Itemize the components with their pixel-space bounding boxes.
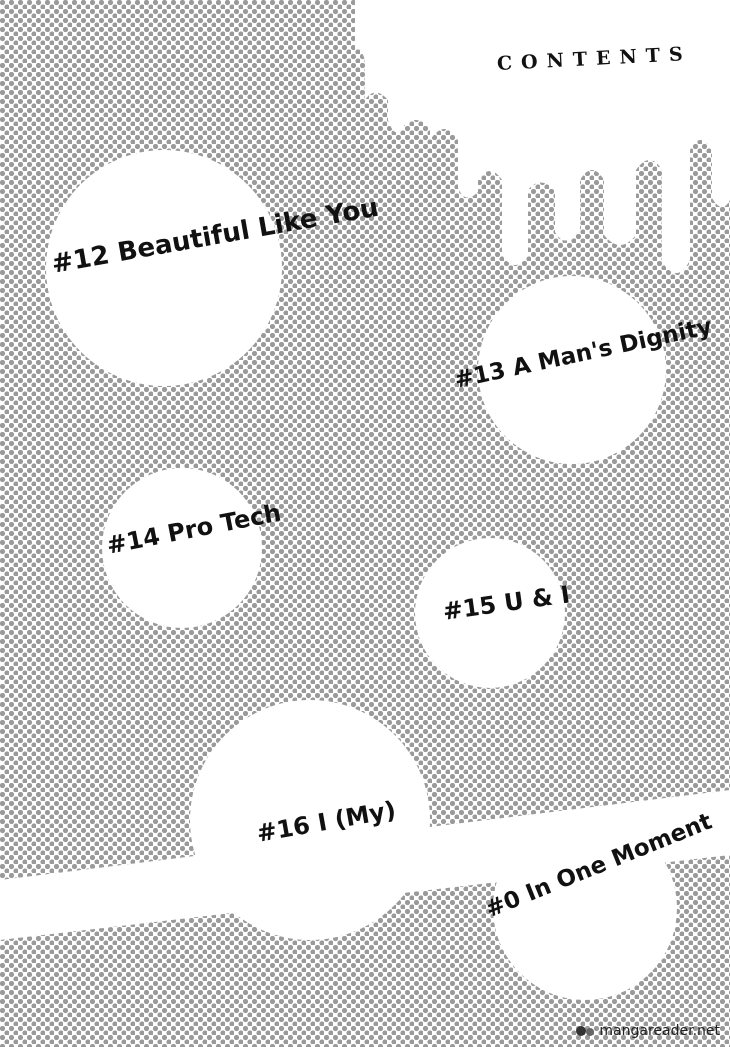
circle-ch12 — [46, 150, 282, 386]
top-drips — [355, 0, 730, 274]
watermark-logo-icon — [576, 1026, 595, 1036]
circle-ch13 — [478, 276, 666, 464]
circle-ch14 — [102, 468, 262, 628]
circle-ch15 — [415, 538, 565, 688]
diagonal-band — [0, 790, 730, 940]
watermark-text: mangareader.net — [599, 1023, 720, 1039]
watermark: mangareader.net — [574, 1023, 720, 1039]
